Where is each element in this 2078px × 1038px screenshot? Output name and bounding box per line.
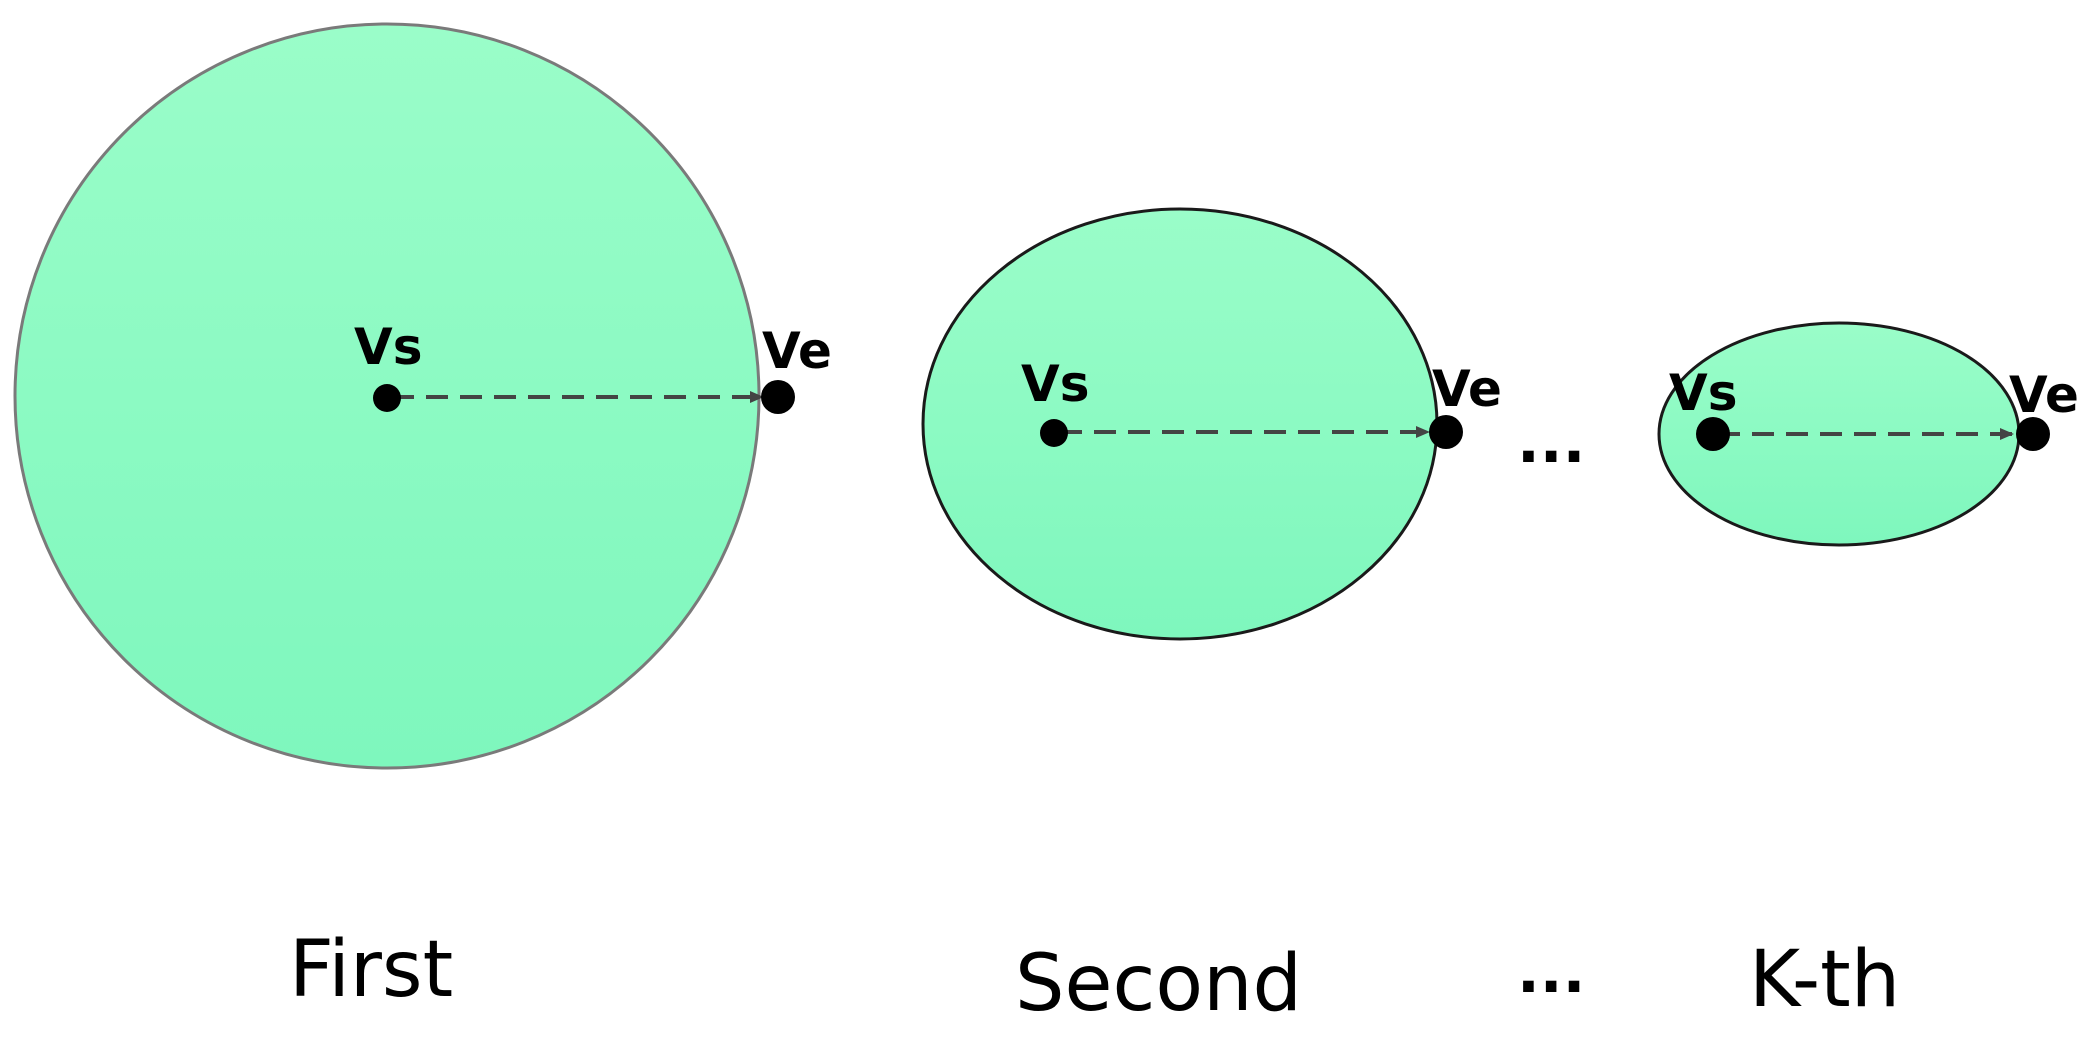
stage-caption: K-th <box>1749 935 1900 1025</box>
stage-caption: First <box>289 925 453 1015</box>
end-node-label: Ve <box>2009 366 2078 424</box>
start-node <box>1040 419 1068 447</box>
stage-caption: Second <box>1015 939 1302 1029</box>
start-node <box>373 384 401 412</box>
search-region-ellipse <box>921 207 1439 641</box>
stage-kth: Vs Ve K-th <box>1657 321 2078 1025</box>
ellipsis-caption: ... <box>1517 937 1585 1007</box>
start-node-label: Vs <box>354 318 422 376</box>
start-node <box>1696 417 1730 451</box>
end-node <box>761 380 795 414</box>
end-node <box>1429 415 1463 449</box>
start-node-label: Vs <box>1669 364 1737 422</box>
ellipsis-middle: ... <box>1517 407 1585 477</box>
stage-second: Vs Ve Second <box>921 207 1502 1029</box>
stage-first: Vs Ve First <box>13 22 832 1015</box>
end-node-label: Ve <box>1432 360 1502 418</box>
end-node <box>2016 417 2050 451</box>
start-node-label: Vs <box>1021 355 1089 413</box>
end-node-label: Ve <box>762 322 832 380</box>
